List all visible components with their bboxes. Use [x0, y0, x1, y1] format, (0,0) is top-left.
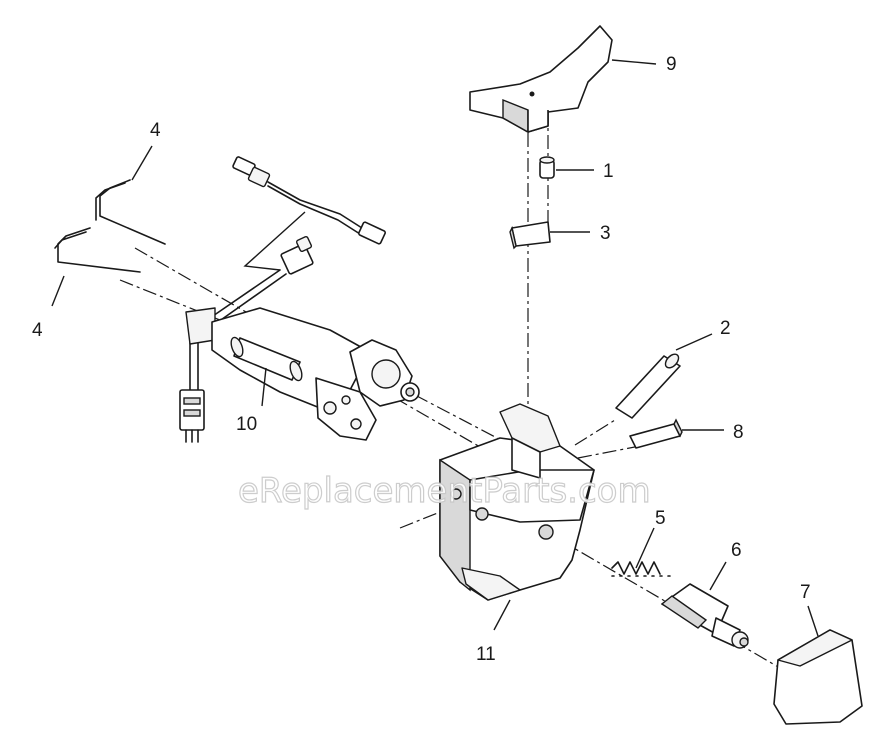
part-3-clip — [509, 221, 551, 250]
part-9-cover — [469, 25, 613, 134]
callout-labels: 9 1 3 4 4 2 8 5 6 7 10 11 — [32, 54, 811, 665]
callout-6: 6 — [731, 540, 742, 561]
part-11-bracket — [439, 403, 595, 601]
callout-4-lower: 4 — [32, 320, 43, 341]
callout-leaders — [51, 59, 819, 637]
callout-7: 7 — [800, 582, 811, 603]
callout-5: 5 — [655, 508, 666, 529]
callout-1: 1 — [603, 161, 614, 182]
part-8-block — [629, 418, 683, 449]
callout-9: 9 — [666, 54, 677, 75]
part-4-rods — [54, 179, 166, 273]
watermark: eReplacementParts.com — [238, 471, 651, 511]
part-2-pin — [615, 353, 681, 419]
part-6-plunger — [660, 583, 749, 649]
part-10-actuator — [179, 269, 420, 443]
callout-11: 11 — [476, 644, 496, 665]
wire-harness — [232, 156, 386, 275]
part-5-spring — [611, 561, 673, 577]
callout-3: 3 — [600, 223, 611, 244]
callout-8: 8 — [733, 422, 744, 443]
callout-2: 2 — [720, 318, 731, 339]
callout-4-upper: 4 — [150, 120, 161, 141]
callout-10: 10 — [236, 414, 257, 435]
assembly-centerlines — [119, 108, 781, 669]
part-1-bushing — [539, 156, 555, 179]
part-7-knob — [773, 629, 863, 725]
